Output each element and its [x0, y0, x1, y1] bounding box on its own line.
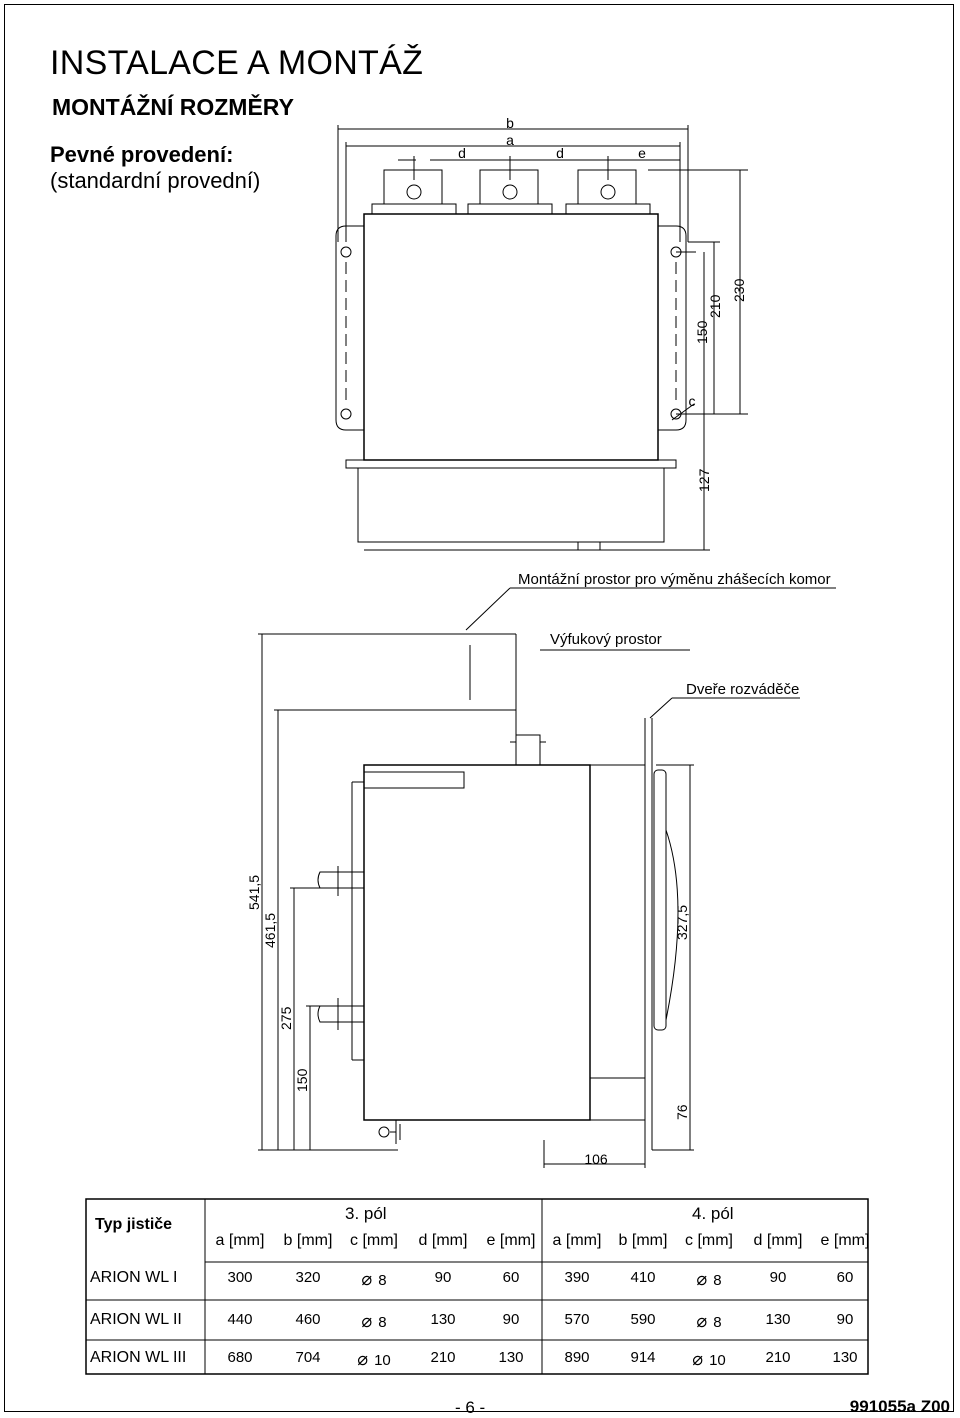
column-header: b [mm]	[618, 1232, 668, 1249]
dim-541-5: 541,5	[246, 875, 262, 910]
table-cell: ⌀8	[676, 1269, 742, 1290]
dim-d-label: d	[458, 145, 466, 161]
column-header: e [mm]	[486, 1232, 536, 1249]
table-cell: 90	[836, 1311, 854, 1328]
row-type-label: ARION WL III	[90, 1349, 187, 1366]
page-subtitle: MONTÁŽNÍ ROZMĚRY	[52, 94, 294, 120]
side-view-drawing	[258, 633, 800, 1168]
row-type-label: ARION WL I	[90, 1269, 178, 1286]
table-cell: 890	[564, 1349, 590, 1366]
column-header: c [mm]	[685, 1232, 733, 1249]
dim-e-label: e	[638, 145, 646, 161]
callout-mounting-space: Montážní prostor pro výměnu zhášecích ko…	[518, 571, 831, 588]
page-number: - 6 -	[455, 1398, 486, 1417]
diameter-value: 8	[713, 1272, 722, 1289]
column-header: b [mm]	[283, 1232, 333, 1249]
dim-275: 275	[278, 1006, 294, 1030]
table-cell: 130	[765, 1311, 791, 1328]
page-title: INSTALACE A MONTÁŽ	[50, 44, 424, 82]
diameter-icon: ⌀	[696, 1311, 708, 1331]
dim-461-5: 461,5	[262, 913, 278, 948]
diameter-icon: ⌀	[361, 1269, 373, 1289]
table-cell: 410	[630, 1269, 656, 1286]
dim-106: 106	[584, 1151, 608, 1167]
diameter-icon: ⌀	[692, 1349, 704, 1369]
table-cell: 570	[564, 1311, 590, 1328]
table-cell: 680	[227, 1349, 253, 1366]
diameter-value: 8	[713, 1314, 722, 1331]
table-cell: 460	[295, 1311, 321, 1328]
table-group-3-pole: 3. pól	[345, 1204, 387, 1223]
column-header: a [mm]	[552, 1232, 602, 1249]
table-cell: 130	[430, 1311, 456, 1328]
table-cell: 60	[502, 1269, 520, 1286]
table-cell: 60	[836, 1269, 854, 1286]
table-cell: ⌀ 10	[341, 1349, 407, 1370]
table-cell: 320	[295, 1269, 321, 1286]
document-number: 991055a Z00	[849, 1397, 950, 1416]
table-cell: 704	[295, 1349, 321, 1366]
table-group-4-pole: 4. pól	[692, 1204, 734, 1223]
section-note: (standardní provední)	[50, 168, 261, 193]
diameter-icon: ⌀	[696, 1269, 708, 1289]
column-header: e [mm]	[820, 1232, 870, 1249]
dim-a-label: a	[506, 132, 514, 148]
dim-230-front: 230	[731, 278, 747, 302]
dim-127-front: 127	[696, 468, 712, 492]
page-frame	[4, 4, 954, 1412]
table-cell: ⌀ 10	[676, 1349, 742, 1370]
table-cell: 300	[227, 1269, 253, 1286]
front-view-drawing	[335, 125, 836, 631]
table-cell: 90	[502, 1311, 520, 1328]
table-cell: ⌀8	[341, 1311, 407, 1332]
column-header: d [mm]	[418, 1232, 468, 1249]
table-cell: 390	[564, 1269, 590, 1286]
table-header-type: Typ jističe	[95, 1216, 173, 1233]
column-header: c [mm]	[350, 1232, 398, 1249]
table-cell: 130	[498, 1349, 524, 1366]
diameter-value: 10	[374, 1352, 391, 1369]
table-cell: 440	[227, 1311, 253, 1328]
table-cell: 210	[430, 1349, 456, 1366]
column-header: a [mm]	[215, 1232, 265, 1249]
dim-210-front: 210	[707, 294, 723, 318]
table-cell: ⌀8	[341, 1269, 407, 1290]
section-heading: Pevné provedení:	[50, 142, 234, 167]
table-cell: ⌀8	[676, 1311, 742, 1332]
diameter-icon: ⌀	[357, 1349, 369, 1369]
dim-c-label: c	[689, 393, 696, 409]
row-type-label: ARION WL II	[90, 1311, 182, 1328]
table-cell: 914	[630, 1349, 656, 1366]
table-grid	[85, 1198, 869, 1375]
table-cell: 90	[769, 1269, 787, 1286]
dim-76: 76	[674, 1104, 690, 1120]
table-cell: 90	[434, 1269, 452, 1286]
dim-327-5: 327,5	[674, 905, 690, 940]
diameter-value: 10	[709, 1352, 726, 1369]
column-header: d [mm]	[753, 1232, 803, 1249]
diameter-value: 8	[378, 1314, 387, 1331]
dim-b-label: b	[506, 115, 514, 131]
table-cell: 130	[832, 1349, 858, 1366]
table-cell: 210	[765, 1349, 791, 1366]
table-cell: 590	[630, 1311, 656, 1328]
dim-150-front: 150	[694, 320, 710, 344]
diameter-icon: ⌀	[361, 1311, 373, 1331]
diameter-value: 8	[378, 1272, 387, 1289]
callout-exhaust-space: Výfukový prostor	[550, 631, 662, 648]
callout-cabinet-door: Dveře rozváděče	[686, 681, 800, 698]
dim-d-label-2: d	[556, 145, 564, 161]
dim-150-side: 150	[294, 1068, 310, 1092]
